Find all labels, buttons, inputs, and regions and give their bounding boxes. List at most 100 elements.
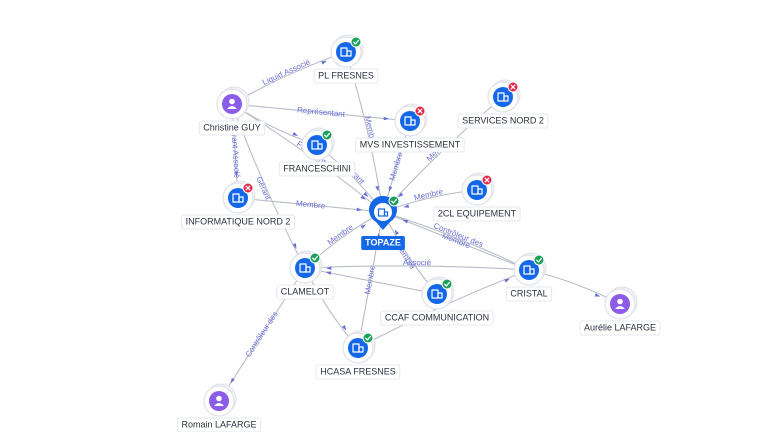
arrow-icon xyxy=(356,207,363,212)
edge-label: Contrôleur des xyxy=(244,310,280,359)
edge-line xyxy=(218,267,306,402)
node-label: TOPAZE xyxy=(365,237,401,247)
node-label-group: FRANCESCHINI xyxy=(278,161,356,177)
arrow-icon xyxy=(360,224,366,229)
node-label-group: SERVICES NORD 2 xyxy=(457,113,549,129)
node-label-group: INFORMATIQUE NORD 2 xyxy=(181,214,295,230)
node-label-bg xyxy=(505,286,553,302)
node-label: FRANCESCHINI xyxy=(283,163,351,173)
node-clamelot[interactable]: CLAMELOT xyxy=(276,250,334,300)
node-informatique-nord-2[interactable]: INFORMATIQUE NORD 2 xyxy=(181,180,295,230)
node-label-bg xyxy=(177,417,261,432)
edge-label: Gérant Associé xyxy=(229,124,242,179)
company-marker xyxy=(519,260,539,280)
node-label: HCASA FRESNES xyxy=(320,366,396,376)
node-label-group: Aurélie LAFARGE xyxy=(579,320,661,336)
arrow-icon xyxy=(388,186,393,192)
edge-label: Membre xyxy=(296,199,327,211)
node-services-nord-2[interactable]: SERVICES NORD 2 xyxy=(457,79,549,129)
edge-hcasa-topaze[interactable]: Membre xyxy=(357,211,384,349)
node-label-bg xyxy=(198,120,266,136)
node-romain-lafarge[interactable]: Romain LAFARGE xyxy=(177,383,261,432)
building-icon xyxy=(232,193,244,203)
node-label-group: HCASA FRESNES xyxy=(315,364,401,380)
node-label-group: CRISTAL xyxy=(505,286,553,302)
node-hcasa-fresnes[interactable]: HCASA FRESNES xyxy=(315,330,401,380)
building-icon xyxy=(311,140,323,150)
node-label: MVS INVESTISSEMENT xyxy=(360,139,461,149)
error-badge-icon xyxy=(481,174,493,186)
arrow-icon xyxy=(594,293,601,297)
check-badge-icon xyxy=(533,254,545,266)
node-franceschini[interactable]: FRANCESCHINI xyxy=(278,127,356,177)
node-label-bg xyxy=(278,161,356,177)
node-label-bg xyxy=(380,310,494,326)
error-badge-icon xyxy=(507,81,519,93)
node-label: 2CL EQUIPEMENT xyxy=(438,208,517,218)
arrow-icon xyxy=(292,243,297,249)
building-icon xyxy=(431,289,443,299)
node-label: Christine GUY xyxy=(203,122,261,132)
edge-label: Gérant xyxy=(254,175,272,202)
company-marker xyxy=(336,42,356,62)
node-ccaf-communication[interactable]: CCAF COMMUNICATION xyxy=(380,276,494,326)
node-label-group: Romain LAFARGE xyxy=(177,417,261,432)
error-badge-icon xyxy=(414,105,426,117)
building-icon xyxy=(352,343,364,353)
edge-line xyxy=(382,211,530,271)
node-label: Romain LAFARGE xyxy=(181,419,256,429)
nodes-layer: TOPAZE PL FRESNES Christine GUY MVS INVESTI… xyxy=(177,34,661,432)
company-marker xyxy=(348,338,368,358)
check-badge-icon xyxy=(441,278,453,290)
node-topaze[interactable]: TOPAZE xyxy=(361,195,405,250)
company-marker xyxy=(295,258,315,278)
node-pl-fresnes[interactable]: PL FRESNES xyxy=(313,34,379,84)
arrow-icon xyxy=(321,60,327,65)
node-aur-lie-lafarge[interactable]: Aurélie LAFARGE xyxy=(579,286,661,336)
arrow-icon xyxy=(398,192,404,198)
person-icon xyxy=(214,395,224,406)
arrow-icon xyxy=(230,377,235,384)
node-label: INFORMATIQUE NORD 2 xyxy=(186,216,291,226)
arrow-icon xyxy=(402,219,409,224)
node-cristal[interactable]: CRISTAL xyxy=(505,252,553,302)
company-marker xyxy=(400,111,420,131)
node-label: CRISTAL xyxy=(510,288,547,298)
node-label: CLAMELOT xyxy=(281,286,330,296)
person-icon xyxy=(227,98,237,109)
node-label-group: Christine GUY xyxy=(198,120,266,136)
focus-label-bg xyxy=(361,236,405,250)
node-christine-guy[interactable]: Christine GUY xyxy=(198,86,266,136)
arrow-icon xyxy=(341,324,347,331)
node-label-bg xyxy=(457,113,549,129)
company-marker xyxy=(228,188,248,208)
node-label-bg xyxy=(315,364,401,380)
edge-cristal-clamelot[interactable]: Associé xyxy=(304,258,530,271)
node-label-group: CLAMELOT xyxy=(276,284,334,300)
building-icon xyxy=(377,208,389,217)
edge-label: Membre xyxy=(413,187,444,203)
building-icon xyxy=(299,263,311,273)
node-2cl-equipement[interactable]: 2CL EQUIPEMENT xyxy=(433,172,521,222)
arrow-icon xyxy=(403,204,410,208)
edge-label: Représentant xyxy=(297,105,346,119)
arrow-icon xyxy=(360,195,366,200)
company-marker xyxy=(467,180,487,200)
node-mvs-investissement[interactable]: MVS INVESTISSEMENT xyxy=(355,103,465,153)
error-badge-icon xyxy=(242,182,254,194)
edge-christine-mvs[interactable]: Représentant xyxy=(231,103,411,122)
building-icon xyxy=(497,92,509,102)
arrow-icon xyxy=(504,278,510,283)
check-badge-icon xyxy=(362,332,374,344)
node-label: PL FRESNES xyxy=(318,70,374,80)
edge-label: Associé xyxy=(403,258,432,267)
check-badge-icon xyxy=(321,129,333,141)
edge-infonord-topaze[interactable]: Membre xyxy=(237,197,384,213)
arrow-icon xyxy=(383,116,390,121)
person-icon xyxy=(615,298,625,309)
node-label: Aurélie LAFARGE xyxy=(584,322,656,332)
edge-label: Liquid.Associé xyxy=(261,57,312,87)
arrow-icon xyxy=(234,171,239,178)
company-marker xyxy=(427,284,447,304)
